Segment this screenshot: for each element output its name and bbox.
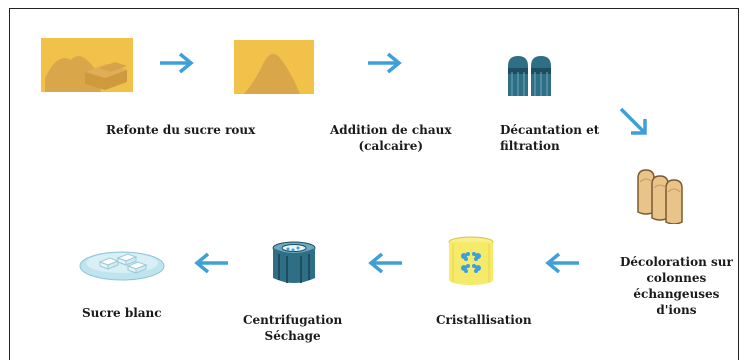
diagram-frame [9,8,739,360]
arrow-down-right-icon [618,106,650,138]
arrow-right-icon [158,52,196,74]
arrow-right-icon [366,52,404,74]
arrow-left-icon [192,252,230,274]
decantation-tanks-icon [508,56,551,96]
step-label: Refonte du sucre roux [106,123,256,137]
crystallizer-icon [448,236,494,285]
step-label: Centrifugation Séchage [243,313,343,343]
step-label: Décantation et filtration [500,123,600,153]
lime-pile-icon [234,40,314,94]
ion-exchange-columns-icon [637,169,683,224]
arrow-left-icon [366,252,404,274]
white-sugar-cubes-icon [79,251,165,281]
step-label: Décoloration sur colonnes échangeuses d'… [620,255,733,317]
step-label: Addition de chaux (calcaire) [330,123,452,153]
step-label: Sucre blanc [82,306,162,320]
arrow-left-icon [543,252,581,274]
raw-sugar-melting-icon [41,38,133,92]
centrifuge-icon [272,241,316,283]
step-label: Cristallisation [436,313,532,327]
